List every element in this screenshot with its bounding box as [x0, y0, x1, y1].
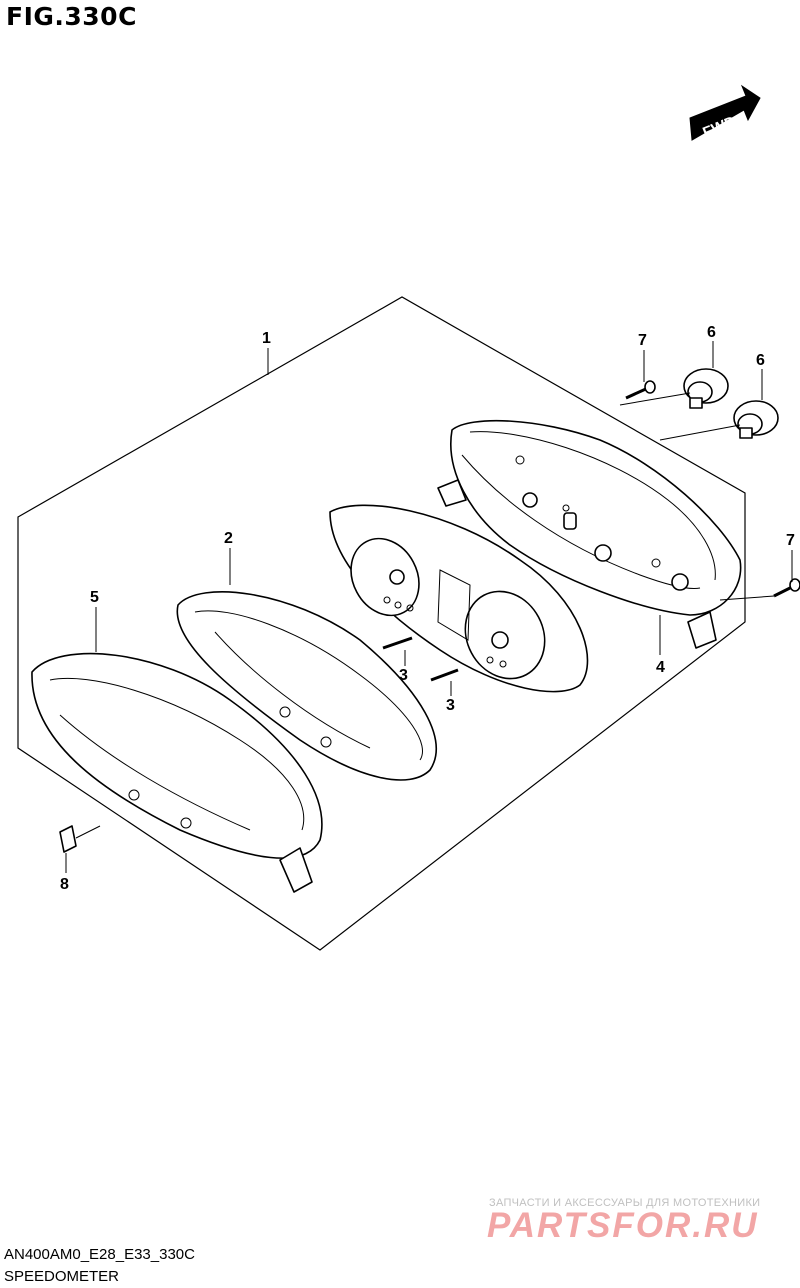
part-3-pin-b	[430, 668, 459, 682]
part-7-screw-b	[773, 578, 800, 598]
part-6-grommet-b	[733, 400, 779, 439]
part-5-lens-cover	[31, 652, 323, 893]
callout-6b: 6	[756, 352, 765, 369]
fwd-arrow: FWD	[689, 84, 761, 142]
diagram-code: AN400AM0_E28_E33_330C	[4, 1246, 195, 1263]
figure-title: FIG.330C	[6, 2, 137, 31]
part-7-screw-a	[625, 380, 656, 400]
part-6-grommet-a	[683, 368, 729, 409]
callout-3a: 3	[399, 667, 408, 684]
watermark-brand: PARTSFOR.RU	[487, 1206, 759, 1245]
callout-2: 2	[224, 530, 233, 547]
part-3-pin-a	[382, 636, 413, 650]
part-8-label	[59, 825, 77, 853]
callout-4: 4	[656, 659, 665, 676]
callout-3b: 3	[446, 697, 455, 714]
part-2-bezel	[176, 591, 437, 781]
part-4-rear-case	[437, 419, 742, 649]
watermark-tagline: ЗАПЧАСТИ И АКСЕССУАРЫ ДЛЯ МОТОТЕХНИКИ	[489, 1197, 761, 1209]
callout-7b: 7	[786, 532, 795, 549]
leader-lines	[65, 341, 793, 873]
callout-8: 8	[60, 876, 69, 893]
callout-6a: 6	[707, 324, 716, 341]
assembly-outline	[17, 296, 746, 951]
diagram-name: SPEEDOMETER	[4, 1268, 120, 1285]
callout-7a: 7	[638, 332, 647, 349]
meter-unit	[329, 504, 589, 693]
callout-5: 5	[90, 589, 99, 606]
callout-1: 1	[262, 330, 271, 347]
